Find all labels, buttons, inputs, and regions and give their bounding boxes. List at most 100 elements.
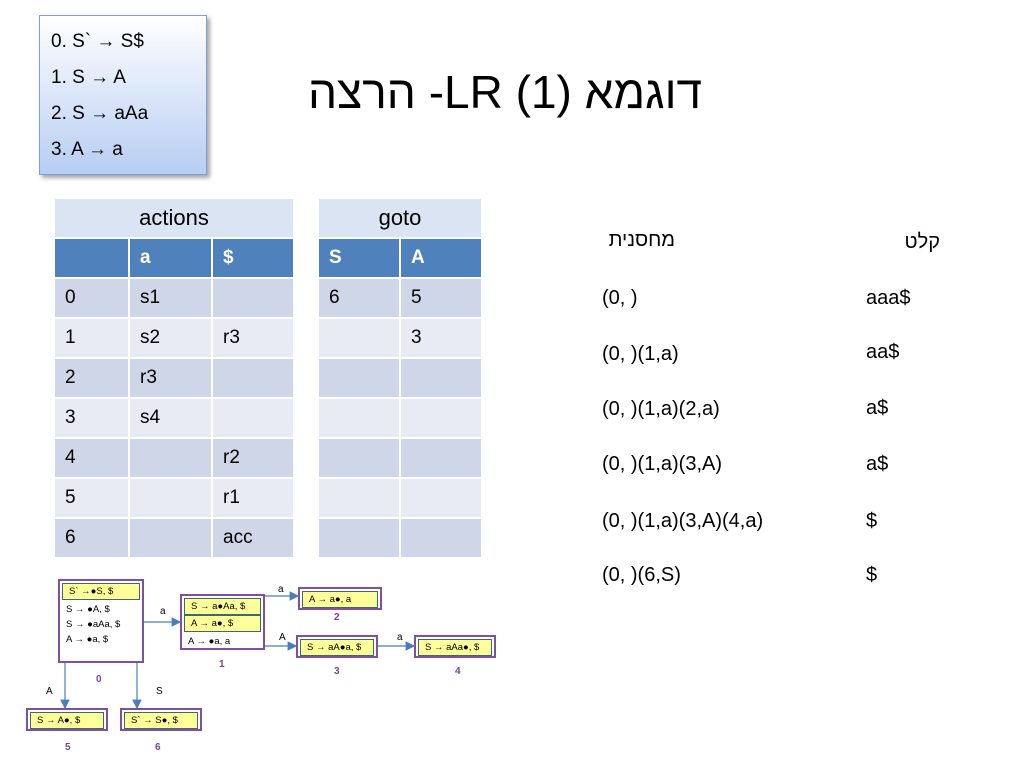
actions-cell: s4 <box>128 397 213 439</box>
goto-cell <box>399 517 483 559</box>
grammar-rule-2: 2. S → aAa <box>51 103 149 124</box>
goto-cell: 3 <box>399 317 483 359</box>
table-row <box>317 517 483 559</box>
actions-cell: acc <box>211 517 295 559</box>
state-3-kernel: S → aA●a, $ <box>300 639 374 656</box>
actions-cell <box>128 437 213 479</box>
goto-cell <box>317 517 401 559</box>
goto-cell <box>317 477 401 519</box>
trace-input-0: aaa$ <box>866 287 911 309</box>
state-0-item: S → ●A, $ <box>66 604 110 615</box>
goto-header-A: A <box>399 237 483 279</box>
actions-cell <box>211 397 295 439</box>
trace-stack-5: (0, )(6,S) <box>602 564 681 586</box>
stack-header: מחסנית <box>608 229 675 251</box>
trace-stack-2: (0, )(1,a)(2,a) <box>602 398 720 420</box>
grammar-rule-1: 1. S → A <box>51 67 126 88</box>
state-5: S → A●, $ <box>26 708 108 731</box>
trace-stack-4: (0, )(1,a)(3,A)(4,a) <box>602 510 764 532</box>
actions-cell: r3 <box>211 317 295 359</box>
table-row <box>317 357 483 399</box>
state-1-kernel-2: A → a●, $ <box>184 615 261 632</box>
actions-cell: 1 <box>53 317 130 359</box>
edge-label-0-6: S <box>156 686 163 697</box>
actions-cell: s1 <box>128 277 213 319</box>
state-1-kernel: S → a●Aa, $ <box>184 598 261 615</box>
goto-cell: 5 <box>399 277 483 319</box>
actions-cell: r2 <box>211 437 295 479</box>
state-1-item: A → ●a, a <box>188 636 231 647</box>
actions-cell: 5 <box>53 477 130 519</box>
actions-cell <box>128 477 213 519</box>
actions-header-state <box>53 237 130 279</box>
state-4: S → aAa●, $ <box>414 635 496 658</box>
state-6: S` → S●, $ <box>120 708 202 731</box>
table-row: 3 <box>317 317 483 359</box>
goto-cell <box>399 437 483 479</box>
table-row: 6 acc <box>53 517 295 559</box>
trace-input-4: $ <box>866 510 878 532</box>
actions-cell: 2 <box>53 357 130 399</box>
goto-caption: goto <box>317 197 483 239</box>
state-3: S → aA●a, $ <box>296 635 378 658</box>
actions-cell: s2 <box>128 317 213 359</box>
actions-header-a: a <box>128 237 213 279</box>
goto-cell <box>317 397 401 439</box>
trace-stack-1: (0, )(1,a) <box>602 343 679 365</box>
state-0-item: S → ●aAa, $ <box>66 619 121 630</box>
state-0: S` →●S, $ S → ●A, $ S → ●aAa, $ A → ●a, … <box>58 579 144 663</box>
actions-cell <box>211 277 295 319</box>
input-header: קלט <box>904 231 940 253</box>
state-0-item: A → ●a, $ <box>66 634 109 645</box>
state-6-number: 6 <box>155 742 161 753</box>
trace-input-1: aa$ <box>866 341 900 363</box>
actions-cell <box>128 517 213 559</box>
state-0-kernel: S` →●S, $ <box>62 583 140 600</box>
goto-cell <box>317 357 401 399</box>
state-4-kernel: S → aAa●, $ <box>418 639 492 656</box>
goto-cell <box>399 477 483 519</box>
actions-cell <box>211 357 295 399</box>
state-5-number: 5 <box>65 742 71 753</box>
state-3-number: 3 <box>334 666 340 677</box>
slide-title: דוגמא (1) LR- הרצה <box>307 66 703 118</box>
actions-cell: 3 <box>53 397 130 439</box>
table-row <box>317 437 483 479</box>
actions-cell: 4 <box>53 437 130 479</box>
grammar-rule-3: 3. A → a <box>51 139 123 160</box>
table-row: 4 r2 <box>53 437 295 479</box>
trace-stack-3: (0, )(1,a)(3,A) <box>602 453 723 475</box>
edge-label-0-1: a <box>160 606 166 617</box>
edge-label-1-2: a <box>278 584 284 595</box>
edge-label-3-4: a <box>397 632 403 643</box>
goto-cell: 6 <box>317 277 401 319</box>
actions-cell: r3 <box>128 357 213 399</box>
trace-input-5: $ <box>866 564 878 586</box>
state-2-number: 2 <box>334 612 340 623</box>
goto-cell <box>399 357 483 399</box>
actions-caption: actions <box>53 197 295 239</box>
state-4-number: 4 <box>455 666 461 677</box>
state-1-number: 1 <box>219 659 225 670</box>
goto-header-S: S <box>317 237 401 279</box>
goto-cell <box>399 397 483 439</box>
state-2-kernel: A → a●, a <box>302 591 378 608</box>
grammar-rule-0: 0. S` → S$ <box>51 31 144 52</box>
goto-cell <box>317 437 401 479</box>
actions-cell: 6 <box>53 517 130 559</box>
state-1: S → a●Aa, $ A → a●, $ A → ●a, a <box>180 594 265 650</box>
actions-header-dollar: $ <box>211 237 295 279</box>
grammar-box: 0. S` → S$ 1. S → A 2. S → aAa 3. A → a <box>39 15 207 175</box>
table-row <box>317 397 483 439</box>
state-5-kernel: S → A●, $ <box>30 712 104 729</box>
trace-input-3: a$ <box>866 453 889 475</box>
trace-input-2: a$ <box>866 397 889 419</box>
